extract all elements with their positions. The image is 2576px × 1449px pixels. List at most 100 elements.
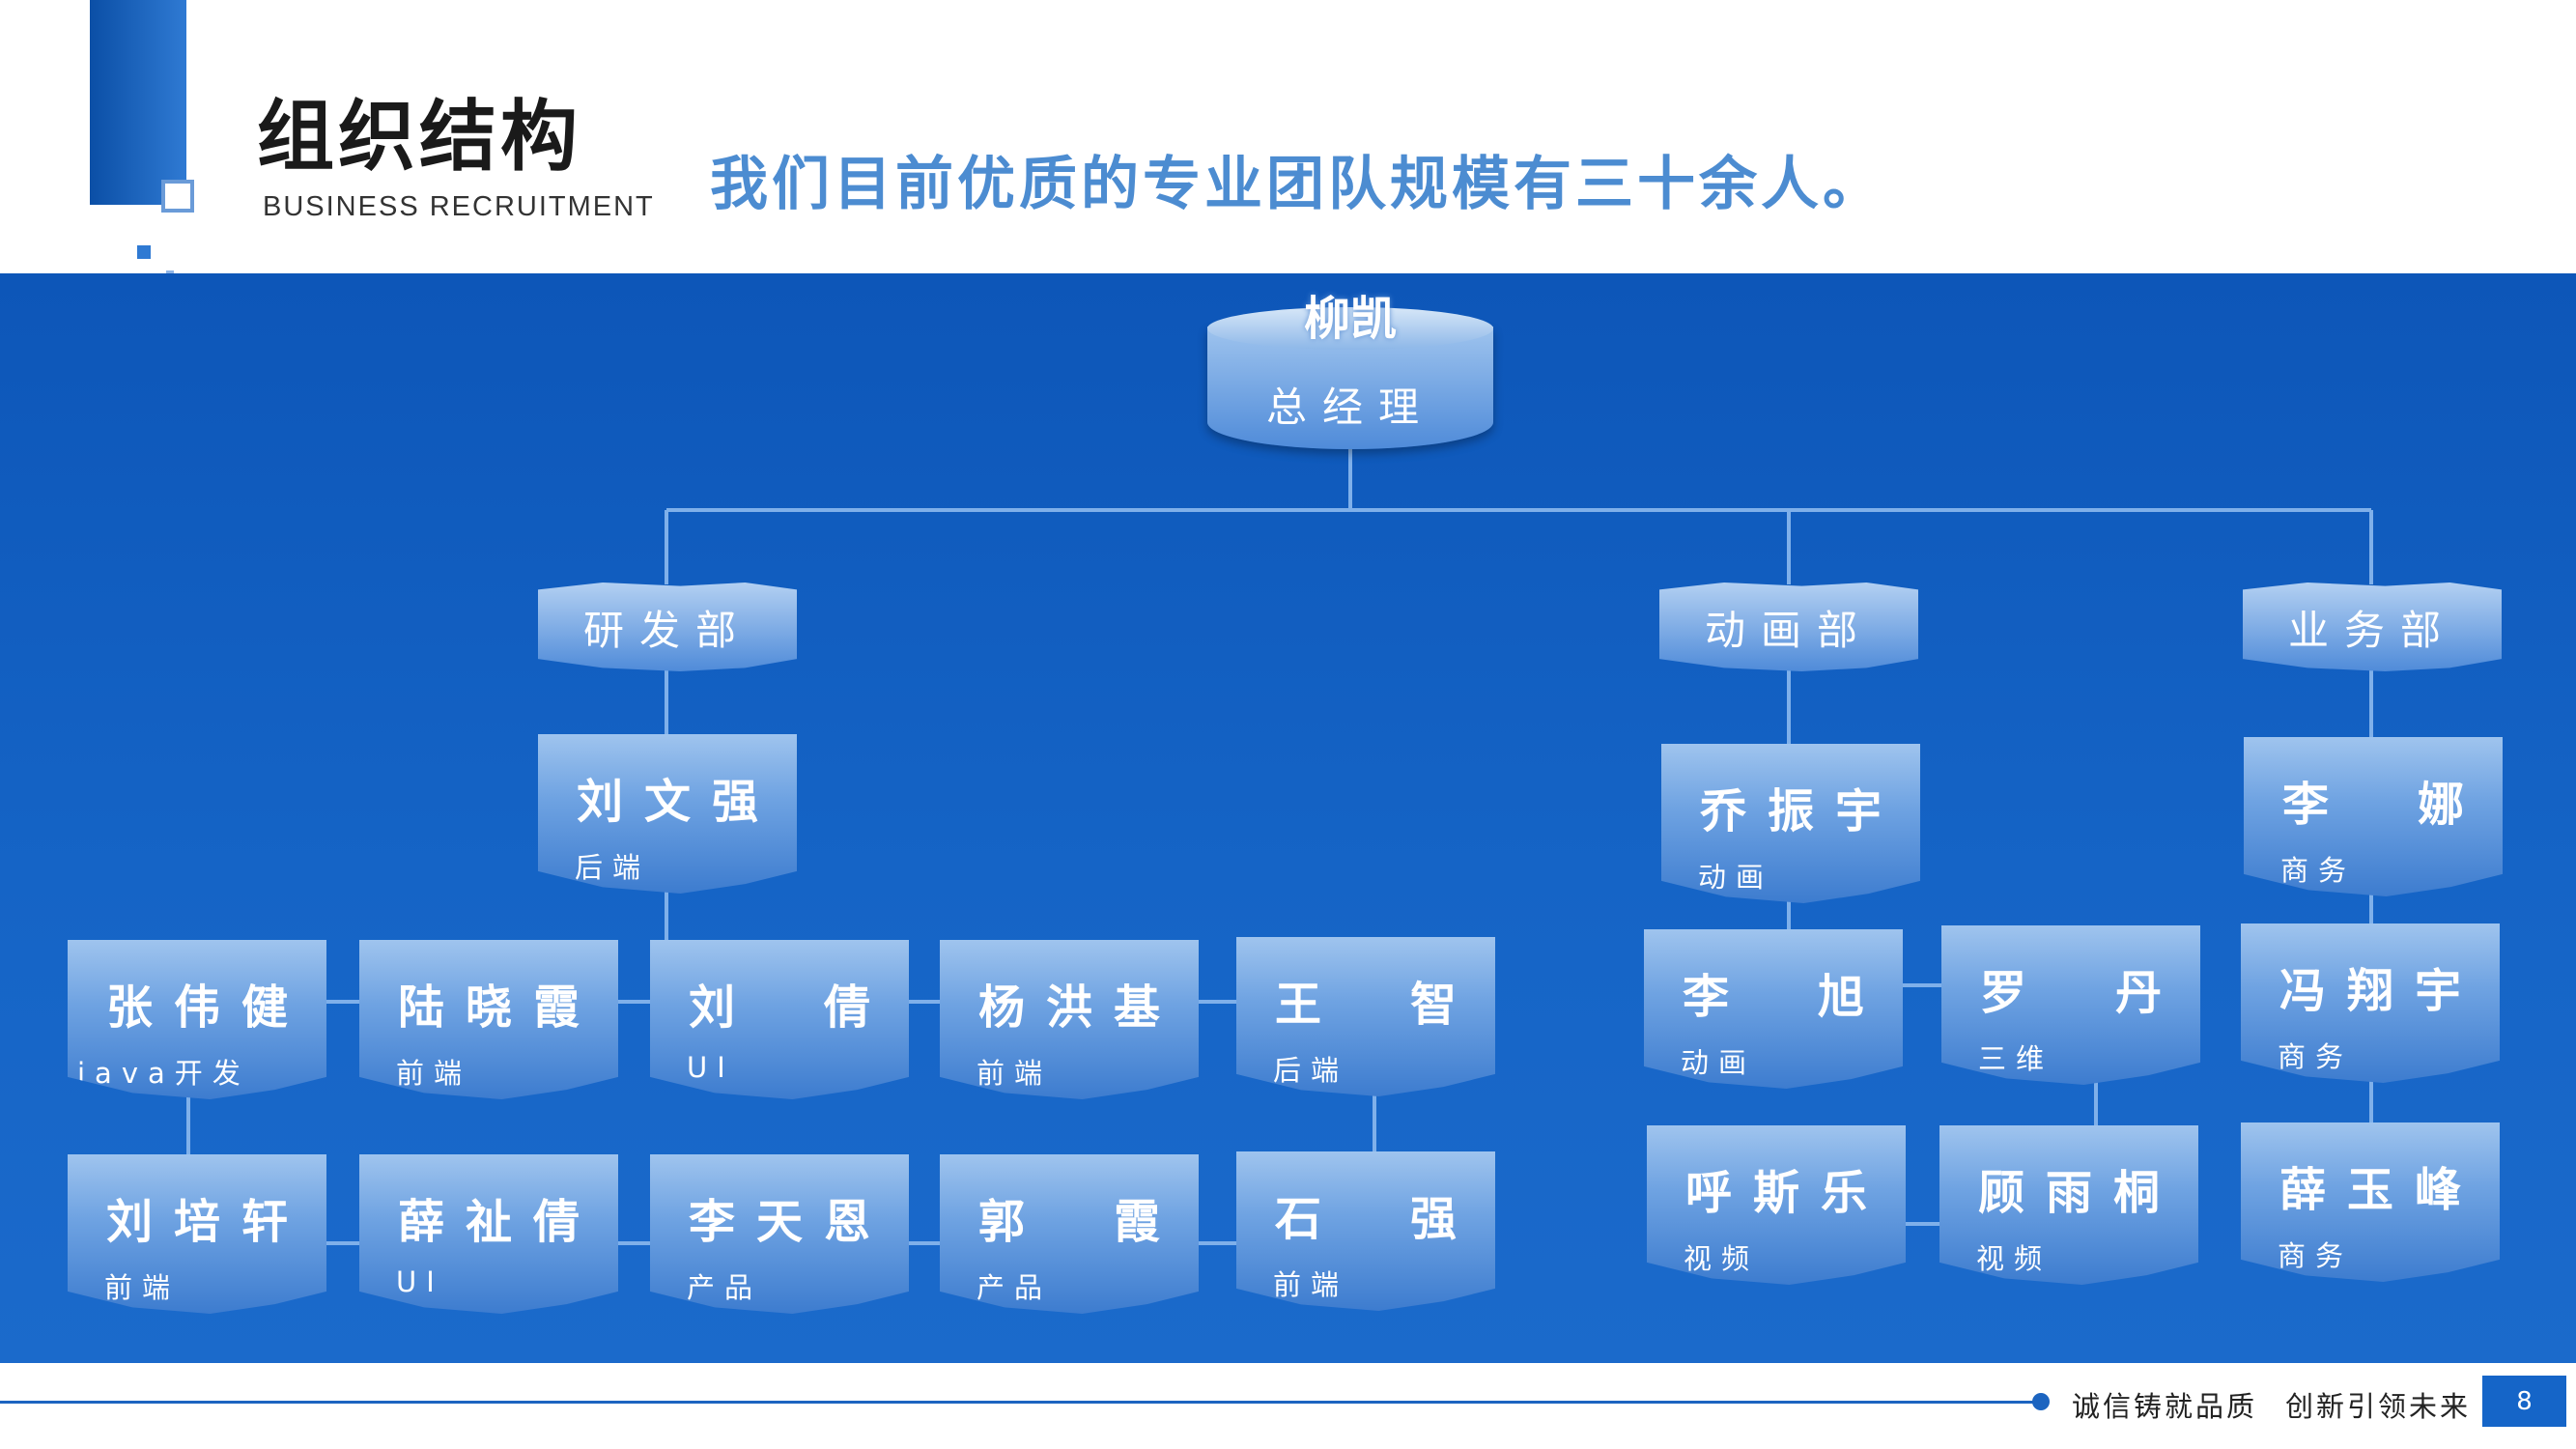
ceo-name: 柳凯 bbox=[1303, 292, 1397, 346]
dept-rd: 研发部 bbox=[538, 582, 797, 671]
member-name-char: 李 bbox=[689, 1195, 736, 1249]
member-role: 动画 bbox=[1698, 861, 1774, 894]
member-node: 罗丹 三维 bbox=[1941, 925, 2200, 1085]
member-node: 薛玉峰 商务 bbox=[2241, 1122, 2500, 1282]
member-name-char: 轩 bbox=[241, 1195, 288, 1249]
member-name-char: 李 bbox=[2282, 778, 2330, 832]
member-role: 前端 bbox=[1273, 1268, 1349, 1301]
member-name: 李娜 bbox=[2282, 766, 2464, 834]
member-role: 三维 bbox=[1978, 1042, 2054, 1075]
member-role: 前端 bbox=[977, 1057, 1053, 1090]
footer-divider bbox=[0, 1401, 2043, 1404]
member-name-char: 基 bbox=[1113, 980, 1160, 1035]
dept-business: 业务部 bbox=[2243, 582, 2502, 671]
member-node: 李旭 动画 bbox=[1644, 929, 1903, 1089]
footer-dot-icon bbox=[2032, 1393, 2050, 1410]
member-name-char: 呼 bbox=[1685, 1166, 1733, 1220]
header-accent-dot bbox=[137, 245, 151, 259]
member-node: 王智 后端 bbox=[1236, 937, 1495, 1096]
member-name-char: 伟 bbox=[173, 980, 220, 1035]
member-role: 商务 bbox=[2278, 1239, 2354, 1272]
member-name: 顾雨桐 bbox=[1978, 1154, 2160, 1222]
member-name: 乔振宇 bbox=[1700, 773, 1882, 840]
member-role: 后端 bbox=[1273, 1054, 1349, 1087]
member-name-char: 乔 bbox=[1700, 784, 1747, 838]
member-name: 刘倩 bbox=[689, 969, 870, 1037]
member-name: 呼斯乐 bbox=[1685, 1154, 1867, 1222]
member-name: 石强 bbox=[1275, 1180, 1457, 1248]
member-name-char: 倩 bbox=[532, 1195, 580, 1249]
member-role: 视频 bbox=[1684, 1242, 1760, 1275]
member-name: 刘文强 bbox=[577, 763, 758, 831]
member-name-char: 丹 bbox=[2114, 966, 2162, 1020]
member-name-char: 桐 bbox=[2112, 1166, 2160, 1220]
member-name: 罗丹 bbox=[1980, 954, 2162, 1022]
member-name-char: 天 bbox=[755, 1195, 803, 1249]
member-name-char: 王 bbox=[1275, 978, 1322, 1032]
footer-slogan-right: 创新引领未来 bbox=[2285, 1390, 2472, 1423]
member-node: 陆晓霞 前端 bbox=[359, 940, 618, 1099]
member-node: 李娜 商务 bbox=[2244, 737, 2503, 896]
member-name-char: 晓 bbox=[465, 980, 512, 1035]
member-role: UI bbox=[396, 1265, 444, 1298]
member-name-char: 张 bbox=[106, 980, 154, 1035]
member-name-char: 刘 bbox=[689, 980, 736, 1035]
member-node: 张伟健 java开发 bbox=[68, 940, 326, 1099]
member-name: 李旭 bbox=[1683, 958, 1864, 1026]
member-name-char: 刘 bbox=[577, 775, 624, 829]
member-name-char: 洪 bbox=[1045, 980, 1092, 1035]
member-name: 薛玉峰 bbox=[2279, 1151, 2461, 1219]
member-name: 薛祉倩 bbox=[398, 1183, 580, 1251]
member-node: 杨洪基 前端 bbox=[940, 940, 1199, 1099]
member-name-char: 翔 bbox=[2346, 964, 2393, 1018]
member-role: 前端 bbox=[104, 1271, 181, 1304]
member-role: 产品 bbox=[687, 1271, 763, 1304]
member-name-char: 强 bbox=[711, 775, 758, 829]
member-node: 呼斯乐 视频 bbox=[1647, 1125, 1906, 1285]
member-name-char: 乐 bbox=[1820, 1166, 1867, 1220]
member-name-char: 薛 bbox=[2279, 1163, 2327, 1217]
member-name-char: 宇 bbox=[2414, 964, 2461, 1018]
member-name-char: 培 bbox=[173, 1195, 220, 1249]
member-node: 刘培轩 前端 bbox=[68, 1154, 326, 1314]
page-number: 8 bbox=[2482, 1376, 2566, 1427]
member-name-char: 罗 bbox=[1980, 966, 2027, 1020]
member-name-char: 石 bbox=[1275, 1192, 1322, 1246]
headline: 我们目前优质的专业团队规模有三十余人。 bbox=[710, 151, 1884, 218]
member-name-char: 薛 bbox=[398, 1195, 445, 1249]
dept-animation: 动画部 bbox=[1659, 582, 1918, 671]
member-name: 张伟健 bbox=[106, 969, 288, 1037]
member-name-char: 祉 bbox=[465, 1195, 512, 1249]
member-name-char: 强 bbox=[1409, 1192, 1457, 1246]
member-name-char: 雨 bbox=[2045, 1166, 2092, 1220]
member-node: 乔振宇 动画 bbox=[1661, 744, 1920, 903]
member-name: 杨洪基 bbox=[978, 969, 1160, 1037]
member-name-char: 刘 bbox=[106, 1195, 154, 1249]
member-node: 刘倩 UI bbox=[650, 940, 909, 1099]
member-name-char: 宇 bbox=[1834, 784, 1882, 838]
member-name-char: 冯 bbox=[2279, 964, 2327, 1018]
member-node: 冯翔宇 商务 bbox=[2241, 923, 2500, 1083]
member-name-char: 倩 bbox=[823, 980, 870, 1035]
page-subtitle: BUSINESS RECRUITMENT bbox=[263, 191, 655, 222]
member-role: 后端 bbox=[575, 851, 651, 884]
member-node: 李天恩 产品 bbox=[650, 1154, 909, 1314]
ceo-title: 总经理 bbox=[1265, 384, 1434, 431]
member-name: 冯翔宇 bbox=[2279, 952, 2461, 1020]
member-name-char: 健 bbox=[241, 980, 288, 1035]
member-name-char: 文 bbox=[643, 775, 691, 829]
member-role: 视频 bbox=[1976, 1242, 2052, 1275]
member-name: 陆晓霞 bbox=[398, 969, 580, 1037]
member-node: 刘文强 后端 bbox=[538, 734, 797, 894]
member-name-char: 斯 bbox=[1752, 1166, 1799, 1220]
member-name-char: 恩 bbox=[823, 1195, 870, 1249]
member-name: 刘培轩 bbox=[106, 1183, 288, 1251]
ceo-node: 柳凯 总经理 bbox=[1207, 292, 1493, 449]
member-role: java开发 bbox=[77, 1057, 250, 1090]
member-node: 薛祉倩 UI bbox=[359, 1154, 618, 1314]
member-name-char: 顾 bbox=[1978, 1166, 2025, 1220]
member-node: 顾雨桐 视频 bbox=[1939, 1125, 2198, 1285]
member-role: 动画 bbox=[1681, 1046, 1757, 1079]
ceo-node-top bbox=[1207, 307, 1493, 350]
